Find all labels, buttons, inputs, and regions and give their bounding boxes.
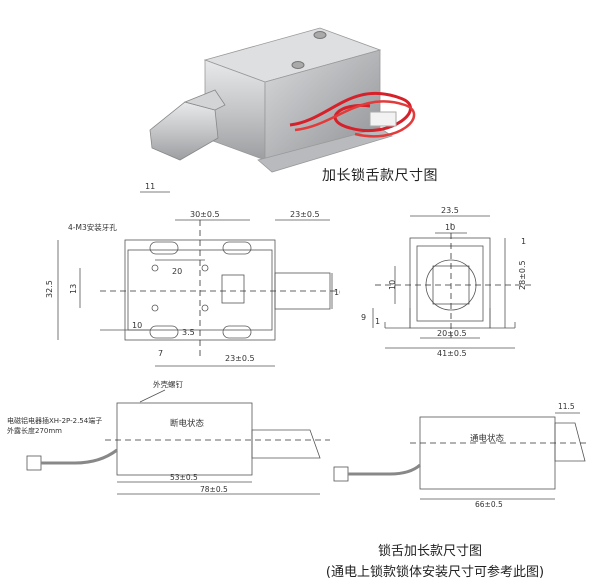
dim-inner-width: 20	[172, 267, 182, 276]
dim-inner-height: 13	[69, 284, 78, 294]
side-view-drawing: 23.5 10 1 28±0.5 10 9 1 20±0.5 41±0.5	[361, 206, 535, 358]
side-dim-base-outer: 41±0.5	[437, 349, 467, 358]
dim-tongue-length: 23±0.5	[290, 210, 320, 219]
dim-mount-label: 4-M3安装牙孔	[68, 222, 117, 232]
dim-small: 10	[132, 321, 142, 330]
dim-height: 32.5	[45, 280, 54, 298]
off-screw-label: 外壳螺钉	[153, 379, 183, 389]
power-on-drawing: 通电状态 11.5 66±0.5	[333, 402, 590, 509]
dim-hole-spacing: 30±0.5	[190, 210, 220, 219]
on-state-label: 通电状态	[470, 433, 505, 444]
off-len-78: 78±0.5	[200, 485, 228, 494]
dim-top-overhang: 11	[145, 182, 155, 191]
off-wire-label-1: 电磁铝电器插XH-2P-2.54端子	[7, 416, 102, 425]
on-extend: 11.5	[558, 402, 575, 411]
side-dim-height: 28±0.5	[518, 260, 527, 290]
side-dim-base-inner: 20±0.5	[437, 329, 467, 338]
side-dim-square: 10	[388, 280, 397, 290]
off-len-53: 53±0.5	[170, 473, 198, 482]
off-wire-label-2: 外露长度270mm	[7, 426, 62, 435]
side-dim-foot: 9	[361, 313, 366, 322]
dim-bottom-len: 23±0.5	[225, 354, 255, 363]
off-state-label: 断电状态	[170, 418, 205, 429]
power-off-drawing: 外壳螺钉 电磁铝电器插XH-2P-2.54端子 外露长度270mm 断电状态 5…	[7, 379, 330, 495]
dim-tongue-height: 10	[334, 288, 340, 297]
side-dim-tongue-width: 10	[445, 223, 455, 232]
side-dim-foot-small: 1	[375, 317, 380, 326]
side-dim-edge: 1	[521, 237, 526, 246]
photo-title: 加长锁舌款尺寸图	[322, 168, 438, 184]
on-len-66: 66±0.5	[475, 500, 503, 509]
front-view-drawing: 11 30±0.5 23±0.5 4-M3安装牙孔 20 32.5 13 10 …	[45, 182, 340, 367]
bottom-caption-2: (通电上锁款锁体安装尺寸可参考此图)	[325, 565, 545, 580]
bottom-caption-1: 锁舌加长款尺寸图	[377, 544, 482, 559]
dim-slot: 3.5	[182, 328, 195, 337]
dim-bottom-offset: 7	[158, 349, 163, 358]
product-photo	[130, 10, 440, 185]
side-dim-top-width: 23.5	[441, 206, 459, 215]
